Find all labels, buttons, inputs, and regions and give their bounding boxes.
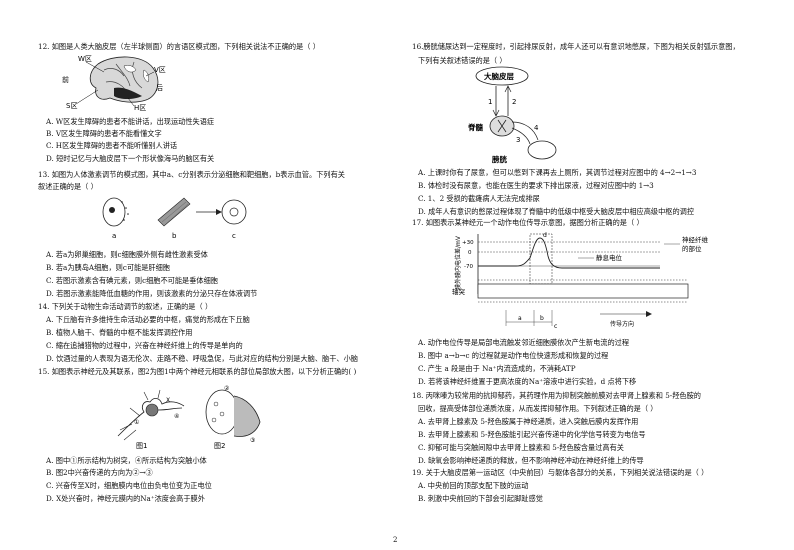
q13-option-d: D. 若图示激素能降低血糖的作用，则该激素的分泌只存在体液调节 xyxy=(46,289,258,298)
page-number: 2 xyxy=(393,536,398,544)
q12-label-w: W区 xyxy=(78,55,92,63)
left-column: 12. 如图是人类大脑皮层（左半球侧面）的言语区模式图，下列相关说法不正确的是（… xyxy=(38,42,358,503)
q16-stem-line1: 16.膀胱储尿达到一定程度时，引起排尿反射，成年人还可以有意识地憋尿，下图为相关… xyxy=(412,42,740,51)
q12-brain-figure: W区 V区 前 后 S区 H区 xyxy=(62,55,166,112)
q13-hormone-figure: a b c xyxy=(102,197,247,240)
q13-label-b: b xyxy=(172,232,177,240)
q17-point-c: c xyxy=(554,323,557,330)
q18-option-b: B. 去甲肾上腺素和 5-羟色胺能引起兴奋传递中的化学信号转变为电信号 xyxy=(418,430,646,439)
q17-point-d: d xyxy=(543,232,547,239)
q16-label-spine: 脊髓 xyxy=(467,122,483,132)
q16-label-4: 4 xyxy=(534,124,539,132)
q19-stem: 19. 关于大脑皮层第一运动区（中央前回）与躯体各部分的关系，下列相关说法错误的… xyxy=(412,468,709,477)
q17-option-d: D. 若将该神经纤维置于更高浓度的Na⁺溶液中进行实验，d 点将下移 xyxy=(418,377,637,386)
q17-label-rest: 静息电位 xyxy=(596,253,623,262)
q16-option-b: B. 体检时没有尿意，也能在医生的要求下排出尿液，过程对应图中的 1→3 xyxy=(418,181,654,190)
q17-ylabel: 膜外膜内电位差/mV xyxy=(454,235,462,290)
q15-fig2-caption: 图2 xyxy=(214,442,225,450)
q16-label-cortex: 大脑皮层 xyxy=(484,71,514,81)
q15-option-b: B. 图2中兴奋传递的方向为②→③ xyxy=(46,468,153,477)
q17-label-axon: 轴突 xyxy=(452,287,466,296)
q17-point-b: b xyxy=(540,315,544,322)
q15-stem: 15. 如图表示神经元及其联系，图2为图1中两个神经元相联系的部位局部放大图，以… xyxy=(38,367,357,376)
q17-option-b: B. 图中 a→b→c 的过程就是动作电位快速形成和恢复的过程 xyxy=(418,351,609,360)
svg-text:④: ④ xyxy=(174,413,179,420)
q17-label-part: 的部位 xyxy=(682,244,702,253)
q13-option-b: B. 若a为胰岛A细胞，则c可能是肝细胞 xyxy=(46,263,170,272)
q18-stem-line2: 回收，提高受体部位递质浓度，从而发挥抑郁作用。下列叙述正确的是（ ） xyxy=(418,404,658,413)
q12-option-a: A. W区发生障碍的患者不能讲话，出现运动性失语症 xyxy=(46,117,215,126)
q17-tick-0: 0 xyxy=(468,250,472,256)
q15-option-a: A. 图中①所示结构为树突，④所示结构为突触小体 xyxy=(46,456,207,465)
q14-option-b: B. 植物人脑干、脊髓的中枢不能发挥调控作用 xyxy=(46,328,193,337)
q13-option-a: A. 若a为卵巢细胞，则c细胞膜外侧有雌性激素受体 xyxy=(46,250,208,259)
q19-option-a: A. 中央前回的顶部支配下肢的运动 xyxy=(418,481,529,490)
q13-stem-line1: 13. 如图为人体激素调节的模式图，其中a、c分别表示分泌细胞和靶细胞，b表示血… xyxy=(38,170,345,179)
q17-option-c: C. 产生 a 段是由于 Na⁺内流造成的，不消耗ATP xyxy=(418,364,576,373)
q12-option-c: C. H区发生障碍的患者不能听懂别人讲话 xyxy=(46,141,178,150)
q17-tick-70: -70 xyxy=(464,264,473,270)
q17-label-fiber: 神经纤维 xyxy=(682,235,709,244)
q16-label-3: 3 xyxy=(516,136,520,144)
q16-option-c: C. 1、2 受损的截瘫病人无法完成排尿 xyxy=(418,194,540,203)
q17-stem: 17. 如图表示某神经元一个动作电位传导示意图，据图分析正确的是（ ） xyxy=(412,218,644,227)
q12-label-back: 后 xyxy=(156,83,163,92)
q18-option-a: A. 去甲肾上腺素及 5-羟色胺属于神经递质，进入突触后膜内发挥作用 xyxy=(418,417,639,426)
right-column: 16.膀胱储尿达到一定程度时，引起排尿反射，成年人还可以有意识地憋尿，下图为相关… xyxy=(400,0,794,550)
q14-option-d: D. 饮酒过量的人表现为语无伦次、走路不稳、呼吸急促，与此对应的结构分别是大脑、… xyxy=(46,354,358,363)
q18-stem-line1: 18. 丙咪嗪为较常用的抗抑郁药，其药理作用为抑制突触前膜对去甲肾上腺素和 5-… xyxy=(412,391,701,400)
svg-text:X: X xyxy=(166,397,170,404)
q13-option-c: C. 若图示激素含有碘元素，则c细胞不可能是垂体细胞 xyxy=(46,276,218,285)
q13-stem-line2: 叙述正确的是（ ） xyxy=(38,182,98,191)
svg-text:②: ② xyxy=(224,385,230,392)
q17-action-potential-figure: 膜外膜内电位差/mV +30 0 -70 d 神经纤维 的部位 静息电位 轴突 … xyxy=(452,232,709,330)
q16-stem-line2: 下列有关叙述错误的是（ ） xyxy=(418,56,507,65)
q16-label-2: 2 xyxy=(512,98,516,106)
q17-tick-30: +30 xyxy=(462,240,474,246)
q15-neuron-figure: X ① ④ 图1 ② ③ 图2 xyxy=(117,385,261,450)
q17-point-a: a xyxy=(518,315,522,322)
q18-option-c: C. 抑郁可能与突触间隙中去甲肾上腺素和 5-羟色胺含量过高有关 xyxy=(418,443,624,452)
q16-reflex-figure: 大脑皮层 1 2 脊髓 4 3 膀胱 xyxy=(467,66,557,164)
q14-option-c: C. 縮在追捕猎物的过程中，兴奋在神经纤维上的传导是单向的 xyxy=(46,341,243,350)
q12-label-h: H区 xyxy=(134,104,146,112)
q15-fig1-caption: 图1 xyxy=(136,442,147,450)
q12-stem: 12. 如图是人类大脑皮层（左半球侧面）的言语区模式图，下列相关说法不正确的是（… xyxy=(38,42,320,51)
svg-text:①: ① xyxy=(134,419,139,426)
svg-text:③: ③ xyxy=(250,437,255,444)
q15-option-c: C. 兴奋传至X时，细胞膜内电位由负电位变为正电位 xyxy=(46,481,212,490)
q12-label-s: S区 xyxy=(66,102,77,110)
q12-label-front: 前 xyxy=(62,75,69,84)
q19-option-b: B. 刺激中央前回的下部会引起脚趾感觉 xyxy=(418,494,543,503)
q17-label-direction: 传导方向 xyxy=(610,320,634,328)
q16-label-bladder: 膀胱 xyxy=(491,154,507,164)
q12-option-d: D. 短时记忆与大脑皮层下一个形状像海马的脑区有关 xyxy=(46,154,215,163)
q18-option-d: D. 缺氧会影响神经递质的释放，但不影响神经冲动在神经纤维上的传导 xyxy=(418,456,644,465)
q12-option-b: B. V区发生障碍的患者不能看懂文字 xyxy=(46,129,162,138)
q13-label-a: a xyxy=(112,232,116,240)
q14-stem: 14. 下列关于动物生命活动调节的叙述，正确的是（ ） xyxy=(38,302,213,311)
q12-label-v: V区 xyxy=(154,66,166,74)
q15-option-d: D. X处兴奋时，神经元膜内的Na⁺浓度会高于膜外 xyxy=(46,494,205,503)
q13-label-c: c xyxy=(232,232,236,240)
q16-label-1: 1 xyxy=(488,98,492,106)
q17-option-a: A. 动作电位传导是局部电流触发邻近细胞膜依次产生新电流的过程 xyxy=(418,338,630,347)
q16-option-d: D. 成年人有意识的憋尿过程体现了脊髓中的低级中枢受大脑皮层中相应高级中枢的调控 xyxy=(418,207,695,216)
q14-option-a: A. 下丘脑有许多维持生命活动必要的中枢，痛觉的形成在下丘脑 xyxy=(46,315,250,324)
q16-option-a: A. 上课时你有了尿意，但可以憋到下课再去上厕所，其调节过程对应图中的 4→2→… xyxy=(418,168,697,177)
